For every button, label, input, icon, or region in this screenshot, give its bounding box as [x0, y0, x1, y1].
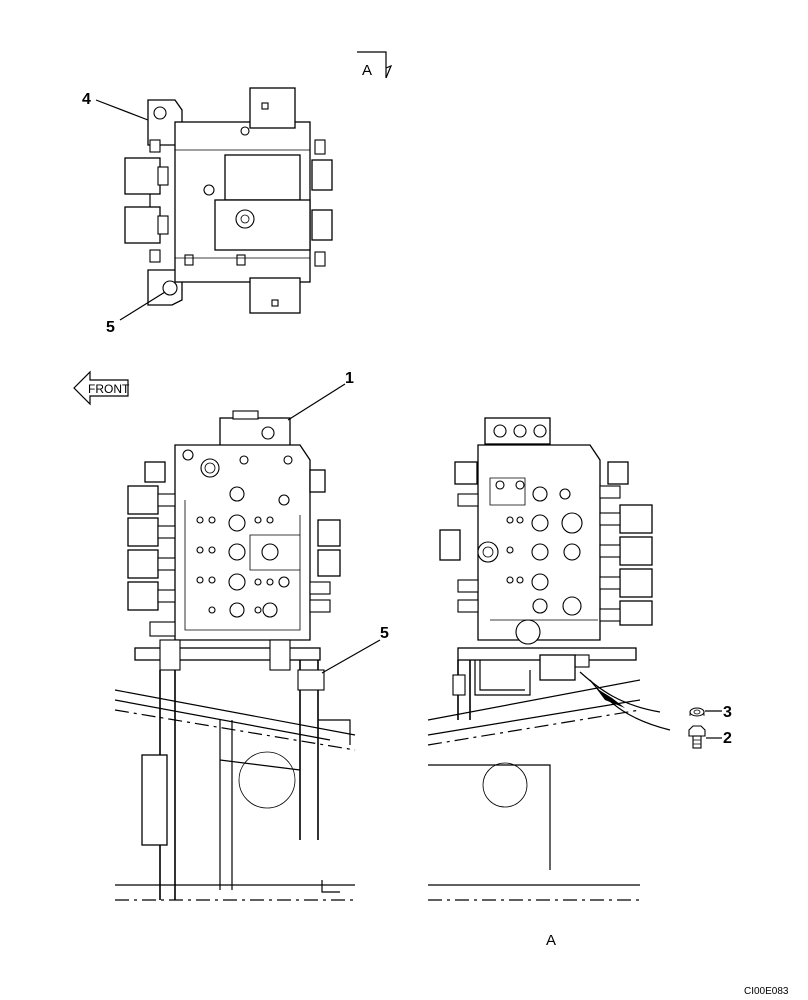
washer-part	[689, 707, 705, 717]
callout-2-label: 2	[723, 730, 732, 747]
callout-5-mid-label: 5	[380, 625, 389, 642]
drawing-code: CI00E083	[744, 986, 789, 997]
control-valve-top-view	[124, 87, 333, 314]
front-arrow: FRONT	[73, 370, 130, 406]
control-valve-view-a	[427, 417, 671, 901]
bolt-part	[688, 725, 706, 749]
control-valve-side-view	[114, 410, 356, 901]
callout-5-top: 5	[106, 291, 166, 336]
callout-4: 4	[82, 91, 149, 121]
view-a-marker-label: A	[362, 62, 372, 79]
callout-3-label: 3	[723, 704, 732, 721]
callout-2: 2	[706, 730, 732, 747]
callout-4-label: 4	[82, 91, 91, 108]
front-arrow-label: FRONT	[88, 382, 130, 396]
callout-5-top-label: 5	[106, 319, 115, 336]
callout-3: 3	[705, 704, 732, 721]
callout-5-mid: 5	[321, 625, 389, 674]
callout-1-label: 1	[345, 370, 354, 387]
view-a-caption: A	[546, 932, 556, 949]
callout-1: 1	[287, 370, 354, 421]
view-a-marker: A	[357, 51, 393, 79]
